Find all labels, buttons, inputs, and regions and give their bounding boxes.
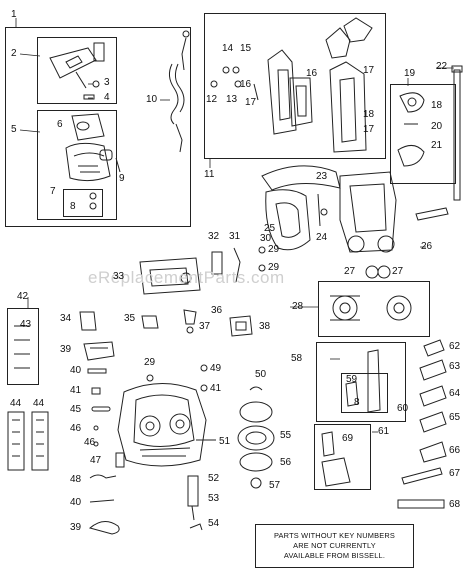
part-label: 15 bbox=[240, 43, 252, 54]
part-label: 17 bbox=[245, 97, 257, 108]
callout-box-11 bbox=[204, 13, 386, 159]
part-label: 16 bbox=[306, 68, 318, 79]
part-label: 39 bbox=[60, 344, 72, 355]
part-label: 13 bbox=[226, 94, 238, 105]
part-label: 64 bbox=[449, 388, 461, 399]
part-label: 11 bbox=[204, 169, 215, 180]
callout-box-19 bbox=[390, 84, 456, 184]
callout-box-1 bbox=[5, 27, 191, 227]
part-label: 24 bbox=[316, 232, 328, 243]
part-label: 47 bbox=[90, 455, 102, 466]
part-label: 57 bbox=[269, 480, 281, 491]
part-label: 43 bbox=[20, 319, 32, 330]
part-label: 58 bbox=[291, 353, 303, 364]
part-label: 41 bbox=[210, 383, 222, 394]
part-label: 44 bbox=[33, 398, 45, 409]
callout-box-7 bbox=[63, 189, 103, 217]
part-label: 14 bbox=[222, 43, 234, 54]
part-label: 2 bbox=[11, 48, 17, 59]
part-label: 37 bbox=[199, 321, 211, 332]
part-label: 18 bbox=[431, 100, 443, 111]
part-label: 44 bbox=[10, 398, 22, 409]
part-label: 67 bbox=[449, 468, 461, 479]
part-label: 34 bbox=[60, 313, 72, 324]
part-label: 29 bbox=[144, 357, 156, 368]
part-label: 62 bbox=[449, 341, 461, 352]
part-label: 40 bbox=[70, 497, 82, 508]
part-label: 42 bbox=[17, 291, 29, 302]
callout-box-5 bbox=[37, 110, 117, 220]
callout-box-58 bbox=[316, 342, 406, 422]
note-line: PARTS WITHOUT KEY NUMBERS bbox=[273, 531, 396, 540]
part-label: 22 bbox=[436, 61, 448, 72]
part-label: 27 bbox=[344, 266, 356, 277]
part-label: 31 bbox=[229, 231, 241, 242]
part-label: 25 bbox=[264, 223, 276, 234]
part-label: 9 bbox=[119, 173, 125, 184]
part-label: 16 bbox=[240, 79, 252, 90]
part-label: 8 bbox=[70, 201, 76, 212]
part-label: 1 bbox=[11, 9, 17, 20]
part-label: 60 bbox=[397, 403, 409, 414]
part-label: 6 bbox=[57, 119, 63, 130]
part-label: 45 bbox=[70, 404, 82, 415]
part-label: 26 bbox=[421, 241, 433, 252]
part-label: 29 bbox=[268, 244, 280, 255]
part-label: 52 bbox=[208, 473, 220, 484]
note-line: ARE NOT CURRENTLY bbox=[293, 541, 376, 550]
part-label: 29 bbox=[268, 262, 280, 273]
part-label: 28 bbox=[292, 301, 304, 312]
part-label: 63 bbox=[449, 361, 461, 372]
part-label: 5 bbox=[11, 124, 17, 135]
part-label: 4 bbox=[104, 92, 110, 103]
note-line: AVAILABLE FROM BISSELL. bbox=[283, 551, 386, 560]
part-label: 61 bbox=[378, 426, 390, 437]
callout-box-61 bbox=[314, 424, 371, 490]
part-label: 35 bbox=[124, 313, 136, 324]
part-label: 21 bbox=[431, 140, 443, 151]
part-label: 36 bbox=[211, 305, 223, 316]
part-label: 20 bbox=[431, 121, 443, 132]
part-label: 17 bbox=[363, 124, 375, 135]
part-label: 12 bbox=[206, 94, 218, 105]
parts-availability-note: PARTS WITHOUT KEY NUMBERS ARE NOT CURREN… bbox=[255, 524, 414, 568]
part-label: 33 bbox=[113, 271, 125, 282]
part-label: 69 bbox=[342, 433, 354, 444]
callout-box-42 bbox=[7, 308, 39, 385]
part-label: 19 bbox=[404, 68, 416, 79]
part-label: 10 bbox=[146, 94, 158, 105]
callout-box-28 bbox=[318, 281, 430, 337]
part-label: 46 bbox=[84, 437, 96, 448]
part-label: 30 bbox=[260, 233, 272, 244]
callout-box-2 bbox=[37, 37, 117, 104]
part-label: 7 bbox=[50, 186, 56, 197]
part-label: 3 bbox=[104, 77, 110, 88]
part-label: 46 bbox=[70, 423, 82, 434]
part-label: 23 bbox=[316, 171, 328, 182]
callout-box-59 bbox=[341, 373, 388, 413]
part-label: 49 bbox=[210, 363, 222, 374]
part-label: 51 bbox=[219, 436, 231, 447]
part-label: 38 bbox=[259, 321, 271, 332]
part-label: 41 bbox=[70, 385, 82, 396]
part-label: 8 bbox=[354, 397, 360, 408]
part-label: 40 bbox=[70, 365, 82, 376]
part-label: 54 bbox=[208, 518, 220, 529]
part-label: 55 bbox=[280, 430, 292, 441]
part-label: 53 bbox=[208, 493, 220, 504]
part-label: 39 bbox=[70, 522, 82, 533]
part-label: 68 bbox=[449, 499, 461, 510]
part-label: 48 bbox=[70, 474, 82, 485]
part-label: 66 bbox=[449, 445, 461, 456]
watermark: eReplacementParts.com bbox=[88, 268, 285, 287]
part-label: 27 bbox=[392, 266, 404, 277]
part-label: 32 bbox=[208, 231, 220, 242]
part-label: 56 bbox=[280, 457, 292, 468]
part-label: 18 bbox=[363, 109, 375, 120]
part-label: 17 bbox=[363, 65, 375, 76]
part-label: 65 bbox=[449, 412, 461, 423]
part-label: 59 bbox=[346, 374, 358, 385]
part-label: 50 bbox=[255, 369, 267, 380]
